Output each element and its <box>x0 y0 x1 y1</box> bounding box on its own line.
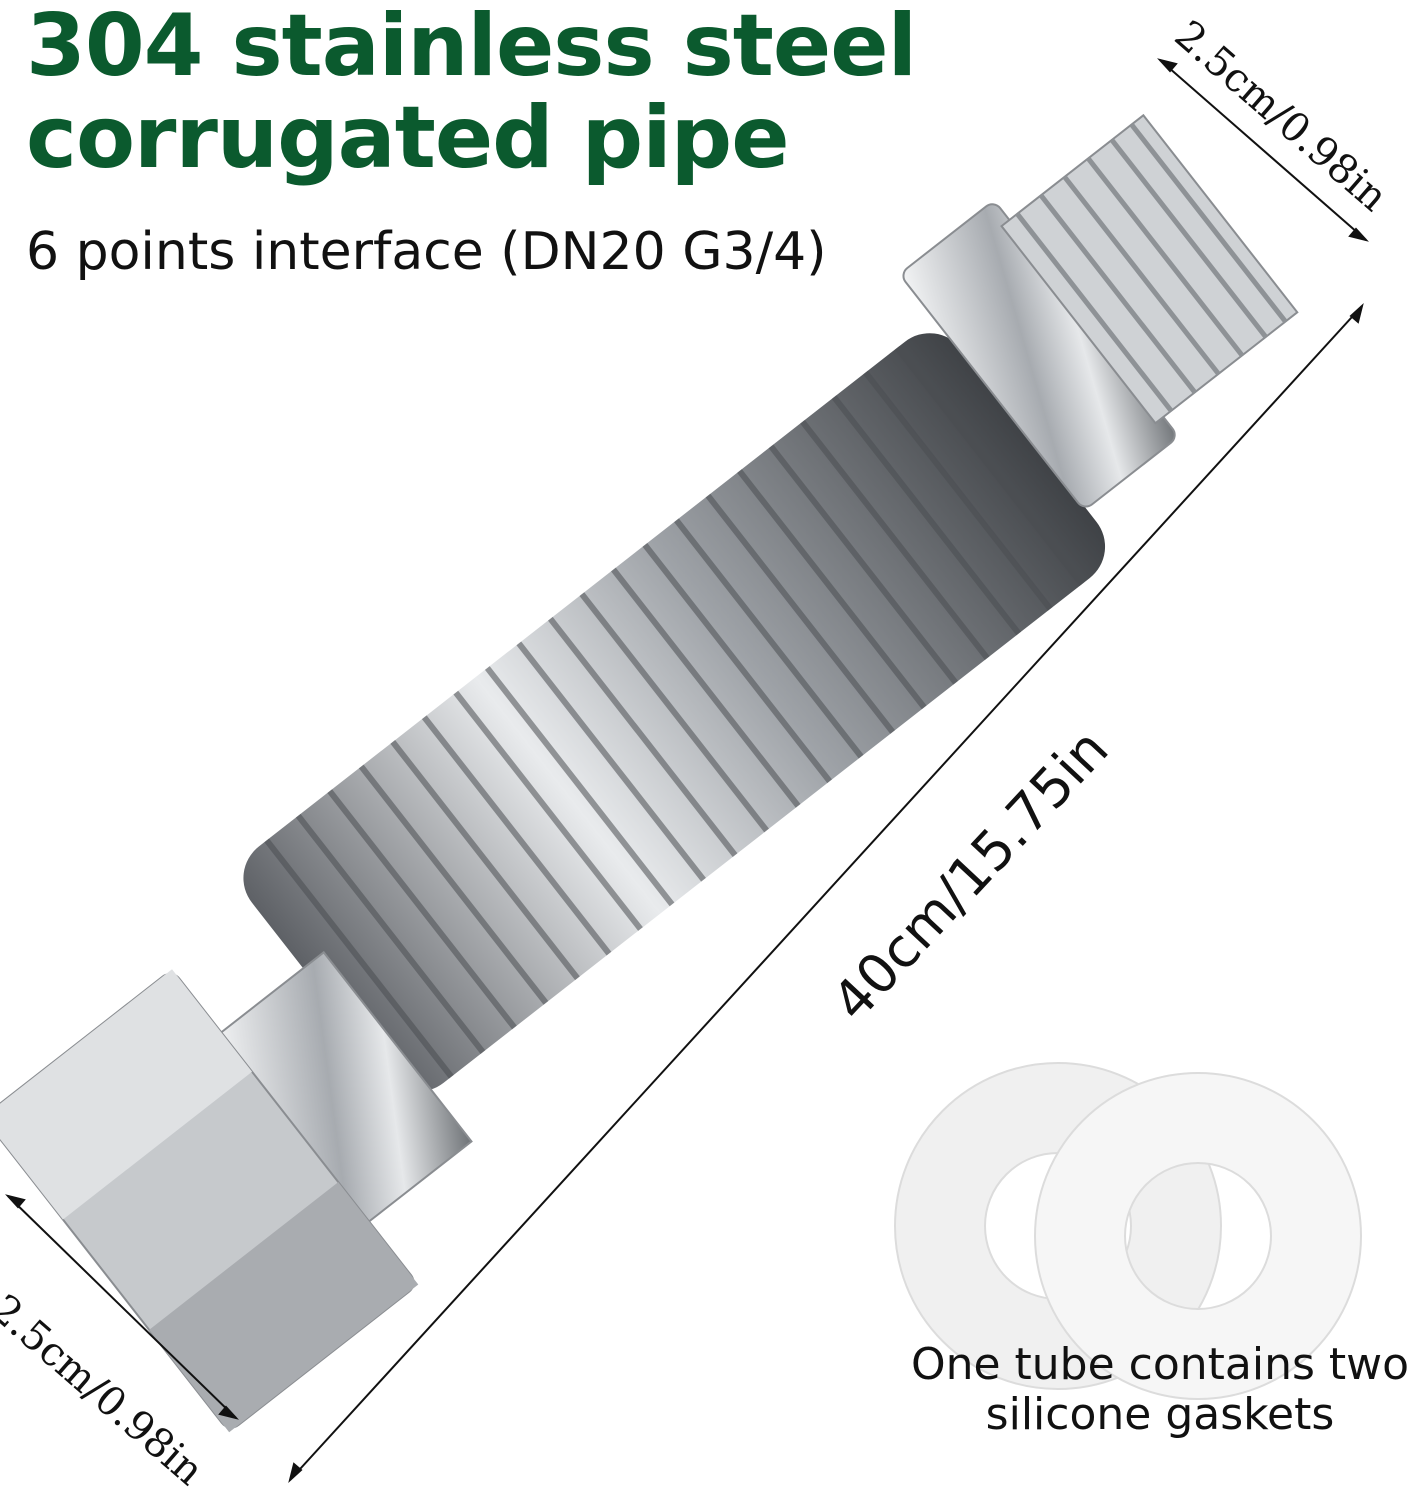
title-line-2: corrugated pipe <box>26 88 790 188</box>
gasket-caption: One tube contains two silicone gaskets <box>880 1340 1428 1440</box>
male-thread-fitting <box>902 113 1299 508</box>
female-hex-nut <box>0 950 473 1433</box>
corrugated-hose <box>243 333 1106 1092</box>
title-line-1: 304 stainless steel <box>26 0 917 96</box>
silicone-gaskets <box>894 1062 1362 1400</box>
caption-line-1: One tube contains two <box>910 1339 1410 1390</box>
dimension-lines <box>5 58 1369 1483</box>
caption-line-2: silicone gaskets <box>985 1389 1335 1440</box>
product-title: 304 stainless steel corrugated pipe <box>26 0 917 188</box>
interface-spec: 6 points interface (DN20 G3/4) <box>26 222 827 282</box>
